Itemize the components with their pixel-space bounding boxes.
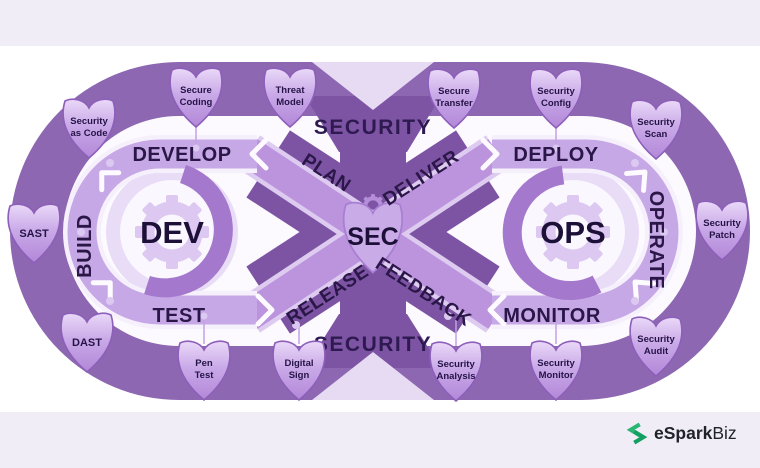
svg-text:Security: Security: [437, 359, 475, 370]
svg-text:Monitor: Monitor: [539, 370, 574, 381]
shield-dast: DAST: [60, 312, 114, 373]
esparkbiz-logo: eSparkBiz: [626, 420, 737, 447]
svg-text:Secure: Secure: [180, 85, 212, 96]
label-deploy: DEPLOY: [513, 144, 598, 166]
shield-sast: SAST: [7, 203, 61, 264]
svg-text:Security: Security: [637, 334, 675, 345]
svg-text:Config: Config: [541, 98, 571, 109]
svg-text:Coding: Coding: [180, 97, 213, 108]
svg-text:Security: Security: [70, 116, 108, 127]
label-build: BUILD: [74, 214, 96, 278]
svg-text:Threat: Threat: [275, 85, 305, 96]
label-operate: OPERATE: [645, 191, 667, 290]
svg-text:DAST: DAST: [72, 337, 102, 349]
svg-text:Analysis: Analysis: [436, 371, 475, 382]
svg-text:Patch: Patch: [709, 230, 735, 241]
svg-text:Transfer: Transfer: [435, 98, 473, 109]
logo-text-light: Biz: [712, 423, 737, 443]
svg-text:Test: Test: [195, 370, 215, 381]
svg-text:Sign: Sign: [289, 370, 310, 381]
label-monitor: MONITOR: [503, 305, 601, 327]
sec-core-label: SEC: [347, 223, 398, 251]
dev-core-label: DEV: [140, 215, 204, 250]
svg-text:Digital: Digital: [284, 358, 313, 369]
logo-text-bold: eSpark: [654, 423, 713, 443]
label-test: TEST: [152, 305, 205, 327]
svg-text:Audit: Audit: [644, 346, 669, 357]
label-develop: DEVELOP: [132, 144, 231, 166]
sec-shield: [342, 201, 403, 274]
svg-text:Secure: Secure: [438, 86, 470, 97]
top-notch: [312, 62, 434, 110]
svg-text:Scan: Scan: [645, 129, 668, 140]
bottom-notch: [312, 352, 434, 400]
svg-text:as Code: as Code: [71, 128, 108, 139]
dev-cycle-arrow: [144, 164, 233, 298]
svg-text:Pen: Pen: [195, 358, 213, 369]
security-band-bottom: SECURITY: [314, 333, 432, 356]
svg-text:SAST: SAST: [19, 228, 49, 240]
track-chevrons: [90, 137, 656, 327]
svg-text:Security: Security: [537, 86, 575, 97]
svg-text:Model: Model: [276, 97, 303, 108]
ops-core-label: OPS: [540, 215, 605, 250]
svg-text:Security: Security: [637, 117, 675, 128]
ops-cycle-arrow: [502, 165, 602, 300]
security-band-top: SECURITY: [314, 116, 432, 139]
svg-text:Security: Security: [537, 358, 575, 369]
svg-text:Security: Security: [703, 218, 741, 229]
logo-text: eSparkBiz: [654, 423, 737, 444]
esparkbiz-icon: [626, 422, 648, 445]
connectors: [77, 126, 668, 346]
